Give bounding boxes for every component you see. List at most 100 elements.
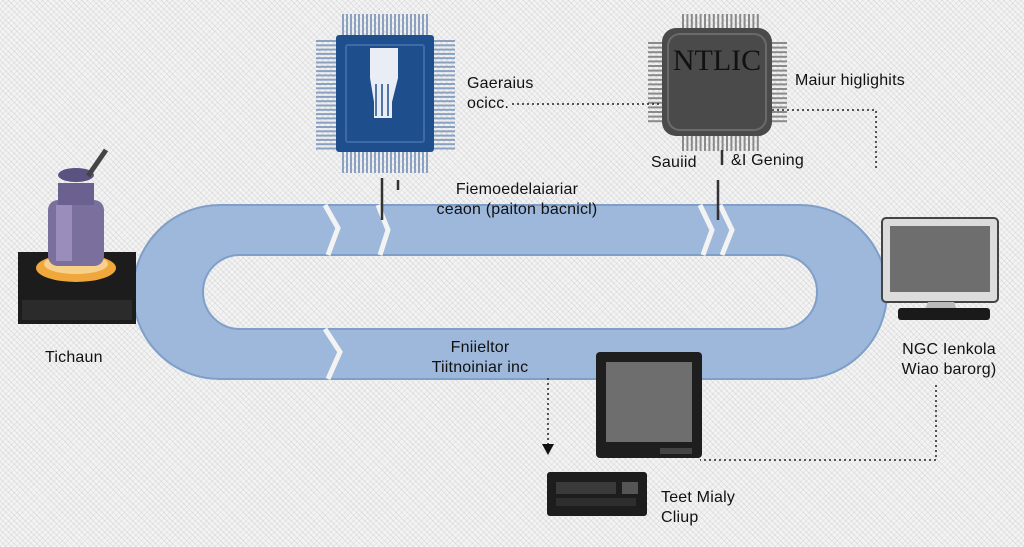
chip-pin (771, 60, 787, 63)
chip-pin (648, 92, 664, 95)
chip-pin (366, 14, 368, 36)
chip-pin (316, 74, 338, 77)
processor-chip-icon (648, 14, 787, 151)
chip-pin (366, 151, 368, 173)
chip-pin (748, 14, 750, 30)
chip-pin (739, 135, 742, 151)
chip-pin (346, 151, 348, 173)
chip-pin (734, 135, 737, 151)
chip-pin (730, 135, 733, 151)
chip-pin (721, 135, 724, 151)
chip-pin (433, 48, 455, 51)
chip-pin (433, 130, 455, 133)
chip-pin (686, 135, 689, 151)
chip-pin (433, 44, 455, 47)
chip-pin (316, 70, 338, 73)
chip-pin (648, 60, 664, 63)
chip-pin (771, 115, 787, 118)
chip-pin (433, 87, 455, 90)
chip-pin (350, 151, 352, 173)
chip-pin (316, 143, 338, 146)
chip-pin (433, 138, 455, 141)
chip-pin (433, 70, 455, 73)
chip-pin (743, 14, 746, 30)
chip-pin (771, 51, 787, 54)
chip-pin (771, 78, 787, 81)
chip2-text: NTLIC (673, 44, 761, 77)
chip-pin (648, 78, 664, 81)
chip-pin (682, 14, 684, 30)
chip-pin (771, 106, 787, 109)
chip-pin (398, 14, 400, 36)
chip-pin (374, 14, 376, 36)
chip-pin (433, 61, 455, 64)
chip-pin (362, 14, 364, 36)
chip-pin (316, 95, 338, 98)
label-bottom-line1: Teet Mialy (661, 489, 736, 506)
leader-lines (512, 103, 937, 461)
chip-pin (433, 40, 455, 42)
chip-pin (433, 113, 455, 116)
chip-pin (382, 14, 384, 36)
chip-pin (433, 74, 455, 77)
label-mid-right: &I Gening (731, 152, 804, 169)
chip-pin (648, 83, 664, 86)
label-right-line2: Wiao barorg) (901, 361, 997, 378)
chip-pin (771, 42, 787, 44)
chip-pin (748, 135, 750, 151)
chip-pin (771, 65, 787, 67)
chip-pin (756, 135, 759, 151)
chip-pin (771, 92, 787, 95)
chip-pin (433, 83, 455, 85)
chip-pin (316, 113, 338, 116)
chip-pin (648, 106, 664, 109)
chip-pin (433, 121, 455, 124)
chip-pin (704, 135, 706, 151)
chip-pin (316, 130, 338, 133)
label-chip1-line2: ocicc. (467, 95, 510, 112)
chip-pin (402, 14, 404, 36)
chip-pin (394, 14, 396, 36)
chip-pin (316, 126, 338, 128)
chip-pin (433, 91, 455, 94)
label-left-device: Tichaun (45, 349, 103, 366)
chip-pin (406, 151, 408, 173)
chip-pin (342, 14, 344, 36)
chip-pin (771, 97, 787, 100)
chip-pin (378, 151, 380, 173)
chip-pin (406, 14, 408, 36)
chip-pin (648, 69, 664, 72)
monitor-icon (881, 217, 999, 320)
chip-pin (316, 57, 338, 60)
chip-pin (354, 14, 356, 36)
chip-pin (316, 121, 338, 124)
controller-box-icon (547, 472, 647, 516)
chip-pin (695, 14, 698, 30)
chip-pin (316, 40, 338, 42)
chip-pin (730, 14, 733, 30)
chip-pin (756, 14, 759, 30)
chip-pin (316, 117, 338, 120)
chip-pin (712, 14, 715, 30)
chip-pin (771, 120, 787, 123)
chip-pin (350, 14, 352, 36)
chip-pin (648, 88, 664, 90)
loop-seam-1 (322, 203, 341, 256)
chip-pin (362, 151, 364, 173)
chip-pin (771, 46, 787, 49)
chip-pin (394, 151, 396, 173)
chip-pin (418, 151, 420, 173)
chip-pin (752, 14, 755, 30)
label-chip1-line1: Gaeraius (467, 75, 534, 92)
chip-pin (354, 151, 356, 173)
chip-pin (686, 14, 689, 30)
chip-pin (410, 151, 412, 173)
chip-pin (316, 108, 338, 111)
chip-pin (433, 52, 455, 55)
chip-pin (712, 135, 715, 151)
chip-pin (316, 65, 338, 68)
chip-pin (316, 134, 338, 137)
arrowhead-down (542, 444, 554, 455)
chip-pin (433, 134, 455, 137)
chip-pin (410, 14, 412, 36)
